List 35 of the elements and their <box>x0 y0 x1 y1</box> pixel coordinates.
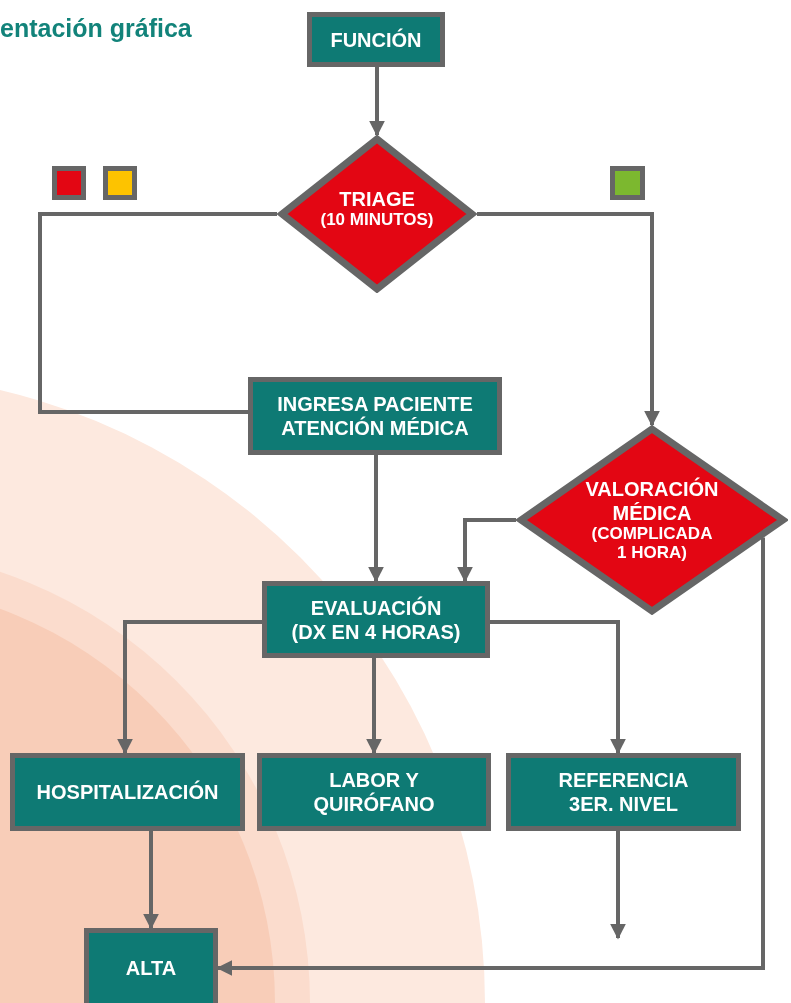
box-label: (COMPLICADA 1 HORA) <box>590 525 714 563</box>
process-box <box>84 928 218 1003</box>
box-label: VALORACIÓN MÉDICA <box>584 477 720 526</box>
box-label: FUNCIÓN <box>330 27 422 52</box>
box-label: (10 MINUTOS) <box>319 210 435 230</box>
arrow <box>490 620 626 755</box>
box-label: INGRESA PACIENTE ATENCIÓN MÉDICA <box>276 392 474 440</box>
arrow <box>477 212 660 427</box>
process-box <box>506 753 741 831</box>
process-box <box>257 753 491 831</box>
arrow <box>610 831 626 940</box>
process-box <box>248 377 502 455</box>
box-label: TRIAGE <box>338 186 416 211</box>
heading: entación gráfica <box>0 14 192 43</box>
decision-diamond <box>516 425 788 615</box>
process-box <box>307 12 445 67</box>
arrow <box>117 620 262 755</box>
arrow <box>216 537 765 976</box>
box-label: ALTA <box>125 956 177 980</box>
process-box <box>262 581 490 658</box>
arrow <box>143 831 159 930</box>
box-label: HOSPITALIZACIÓN <box>36 780 219 804</box>
status-square <box>610 166 645 200</box>
arrow <box>368 455 384 583</box>
arrow <box>369 67 385 137</box>
process-box <box>10 753 245 831</box>
decision-diamond <box>277 135 477 293</box>
arrow <box>366 658 382 755</box>
box-label: LABOR Y QUIRÓFANO <box>312 768 436 816</box>
status-square <box>52 166 86 200</box>
box-label: REFERENCIA 3ER. NIVEL <box>557 768 690 816</box>
box-label: EVALUACIÓN (DX EN 4 HORAS) <box>290 595 462 644</box>
connector-line <box>38 212 277 414</box>
arrow <box>457 518 516 583</box>
status-square <box>103 166 137 200</box>
